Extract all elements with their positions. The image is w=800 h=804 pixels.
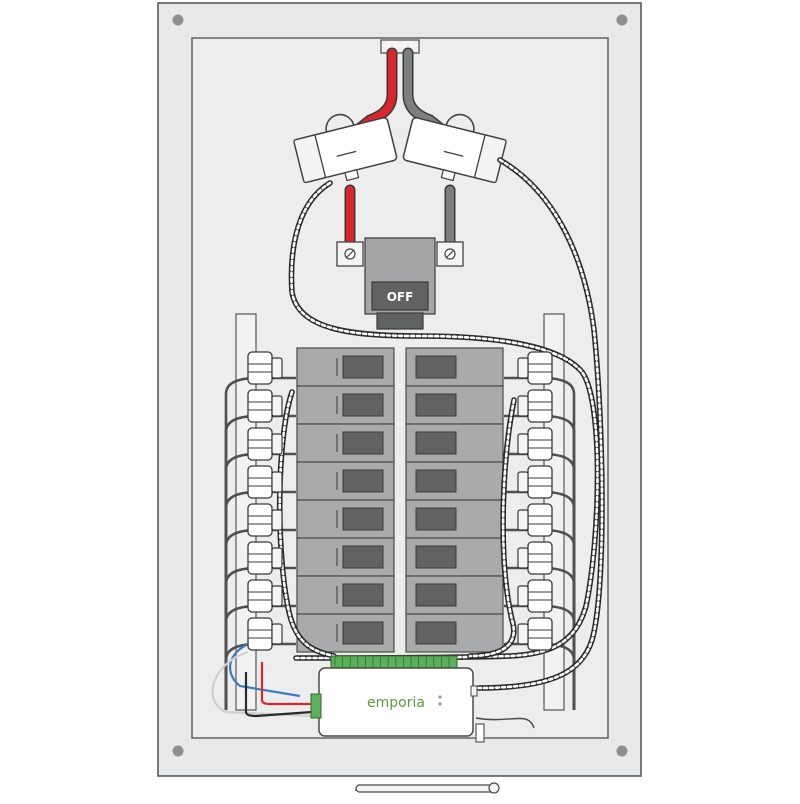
monitor-brand-label: emporia <box>367 695 425 711</box>
circuit-sensor-left <box>247 389 283 423</box>
mounting-screw-bottom-left <box>172 745 184 757</box>
breaker-toggle <box>415 545 457 569</box>
circuit-sensor-left <box>247 617 283 651</box>
breaker-toggle <box>342 583 384 607</box>
breaker-toggle <box>342 431 384 455</box>
breaker-toggle <box>415 583 457 607</box>
circuit-sensor-right <box>517 579 553 613</box>
monitor-led <box>438 695 442 699</box>
main-lugs <box>336 241 464 267</box>
red-wire <box>260 662 312 706</box>
breaker-toggle <box>342 507 384 531</box>
main-ct-right <box>402 113 507 184</box>
circuit-sensor-left <box>247 427 283 461</box>
circuit-sensor-right <box>517 351 553 385</box>
breaker-toggle <box>342 545 384 569</box>
breaker-toggle <box>342 469 384 493</box>
mounting-screw-top-right <box>616 14 628 26</box>
circuit-sensor-right <box>517 465 553 499</box>
circuit-sensor-left <box>247 541 283 575</box>
breaker-toggle <box>415 355 457 379</box>
wifi-antenna <box>354 717 535 794</box>
circuit-sensor-left <box>247 351 283 385</box>
monitor-right-port <box>470 685 478 697</box>
circuit-sensor-left <box>247 579 283 613</box>
breaker-toggle <box>342 621 384 645</box>
circuit-sensor-right <box>517 503 553 537</box>
main-breaker-off-label: OFF <box>387 290 414 304</box>
circuit-sensor-right <box>517 389 553 423</box>
breaker-toggle <box>415 469 457 493</box>
monitor-side-connector <box>310 693 322 719</box>
white-wire <box>211 650 313 718</box>
breaker-toggle <box>415 393 457 417</box>
circuit-sensor-right <box>517 541 553 575</box>
mounting-screw-bottom-right <box>616 745 628 757</box>
service-entry-clamp <box>380 39 420 54</box>
circuit-sensor-left <box>247 503 283 537</box>
main-breaker: OFF <box>364 237 436 330</box>
black-wire <box>244 672 313 718</box>
breaker-toggle <box>342 355 384 379</box>
breaker-toggle <box>342 393 384 417</box>
breaker-toggle <box>415 507 457 531</box>
circuit-sensor-right <box>517 617 553 651</box>
main-ct-left <box>293 113 398 184</box>
monitor-led <box>438 702 442 706</box>
circuit-sensor-left <box>247 465 283 499</box>
energy-monitor: emporia <box>310 655 478 737</box>
circuit-sensor-right <box>517 427 553 461</box>
mains-wires <box>344 47 456 256</box>
breaker-toggle <box>415 621 457 645</box>
mounting-screw-top-left <box>172 14 184 26</box>
breaker-toggle <box>415 431 457 455</box>
